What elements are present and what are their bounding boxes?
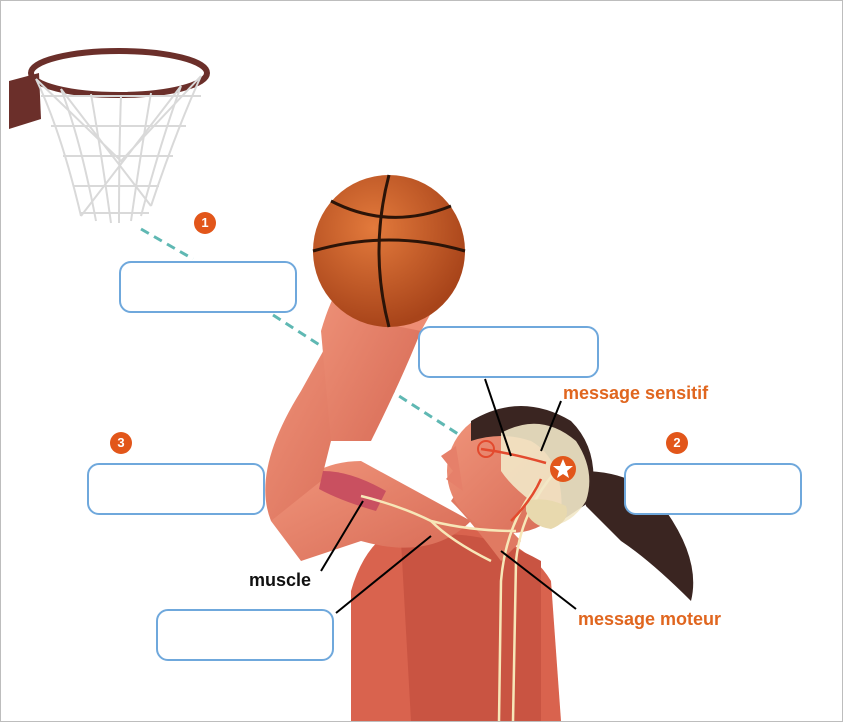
muscle-label: muscle	[249, 570, 311, 591]
answer-box-center[interactable]	[418, 326, 599, 378]
answer-box-3[interactable]	[87, 463, 265, 515]
sensory-message-label: message sensitif	[563, 383, 708, 404]
badge-1: 1	[194, 212, 216, 234]
badge-3: 3	[110, 432, 132, 454]
basketball-icon	[313, 175, 465, 327]
motor-message-label: message moteur	[578, 609, 721, 630]
basketball-hoop-icon	[9, 51, 207, 223]
answer-box-bottom[interactable]	[156, 609, 334, 661]
answer-box-1[interactable]	[119, 261, 297, 313]
answer-box-2[interactable]	[624, 463, 802, 515]
badge-2: 2	[666, 432, 688, 454]
star-icon	[550, 456, 576, 482]
